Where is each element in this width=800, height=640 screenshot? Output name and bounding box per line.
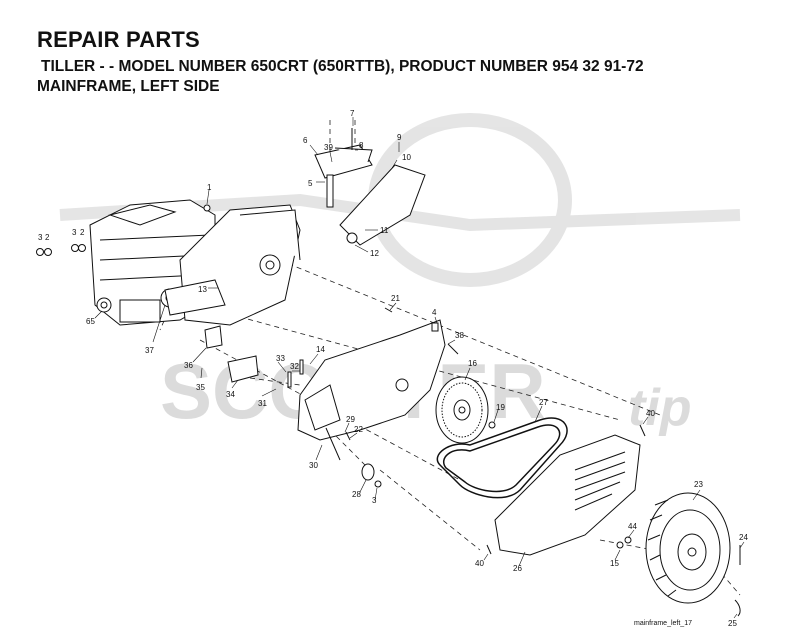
callout: 1	[207, 183, 212, 192]
callout: 2	[80, 228, 85, 237]
callout: 28	[352, 490, 361, 499]
callout: 39	[324, 143, 333, 152]
callout: 8	[359, 141, 364, 150]
callout: 65	[86, 317, 95, 326]
callout: 38	[455, 331, 464, 340]
callout: 3	[72, 228, 77, 237]
diagram-filename: mainframe_left_17	[634, 620, 692, 627]
callout: 4	[432, 308, 437, 317]
callout: 9	[397, 133, 402, 142]
leader-lines	[94, 117, 745, 619]
callout: 22	[354, 425, 363, 434]
wheel-tire	[645, 492, 731, 604]
callout: 36	[184, 361, 193, 370]
callout: 30	[309, 461, 318, 470]
callout: 25	[728, 619, 737, 628]
callout: 34	[226, 390, 235, 399]
tine-hood	[164, 204, 301, 326]
side-plate	[297, 319, 446, 441]
drive-belt	[436, 417, 568, 499]
callout: 24	[739, 533, 748, 542]
callout: 6	[303, 136, 308, 145]
callout: 2	[45, 233, 50, 242]
callout: 15	[610, 559, 619, 568]
callout: 27	[539, 398, 548, 407]
callout: 14	[316, 345, 325, 354]
watermark-suffix: tip	[628, 379, 692, 437]
callout: 3	[372, 496, 377, 505]
callout: 11	[380, 226, 389, 235]
callout: 5	[308, 179, 313, 188]
callout: 16	[468, 359, 477, 368]
callout: 3	[38, 233, 43, 242]
callout: 23	[694, 480, 703, 489]
model-subtitle: TILLER - - MODEL NUMBER 650CRT (650RTTB)…	[41, 58, 644, 75]
small-hardware	[36, 204, 741, 617]
belt-cover	[494, 434, 641, 556]
callout: 7	[350, 109, 355, 118]
callout: 10	[402, 153, 411, 162]
depth-stake-assembly	[314, 128, 426, 246]
callout: 33	[276, 354, 285, 363]
callout: 32	[290, 362, 299, 371]
callout: 13	[198, 285, 207, 294]
part-callouts: 7 6 39 8 9 10 5 1 11 12 3 2 3 2 13 65 37…	[38, 109, 748, 628]
pulley	[435, 376, 489, 444]
callout: 40	[646, 409, 655, 418]
callout: 19	[496, 403, 505, 412]
page-title: REPAIR PARTS	[37, 27, 200, 52]
callout: 12	[370, 249, 379, 258]
callout: 21	[391, 294, 400, 303]
section-title: MAINFRAME, LEFT SIDE	[37, 78, 220, 95]
callout: 40	[475, 559, 484, 568]
callout: 31	[258, 399, 267, 408]
callout: 44	[628, 522, 637, 531]
callout: 26	[513, 564, 522, 573]
callout: 29	[346, 415, 355, 424]
callout: 35	[196, 383, 205, 392]
callout: 37	[145, 346, 154, 355]
